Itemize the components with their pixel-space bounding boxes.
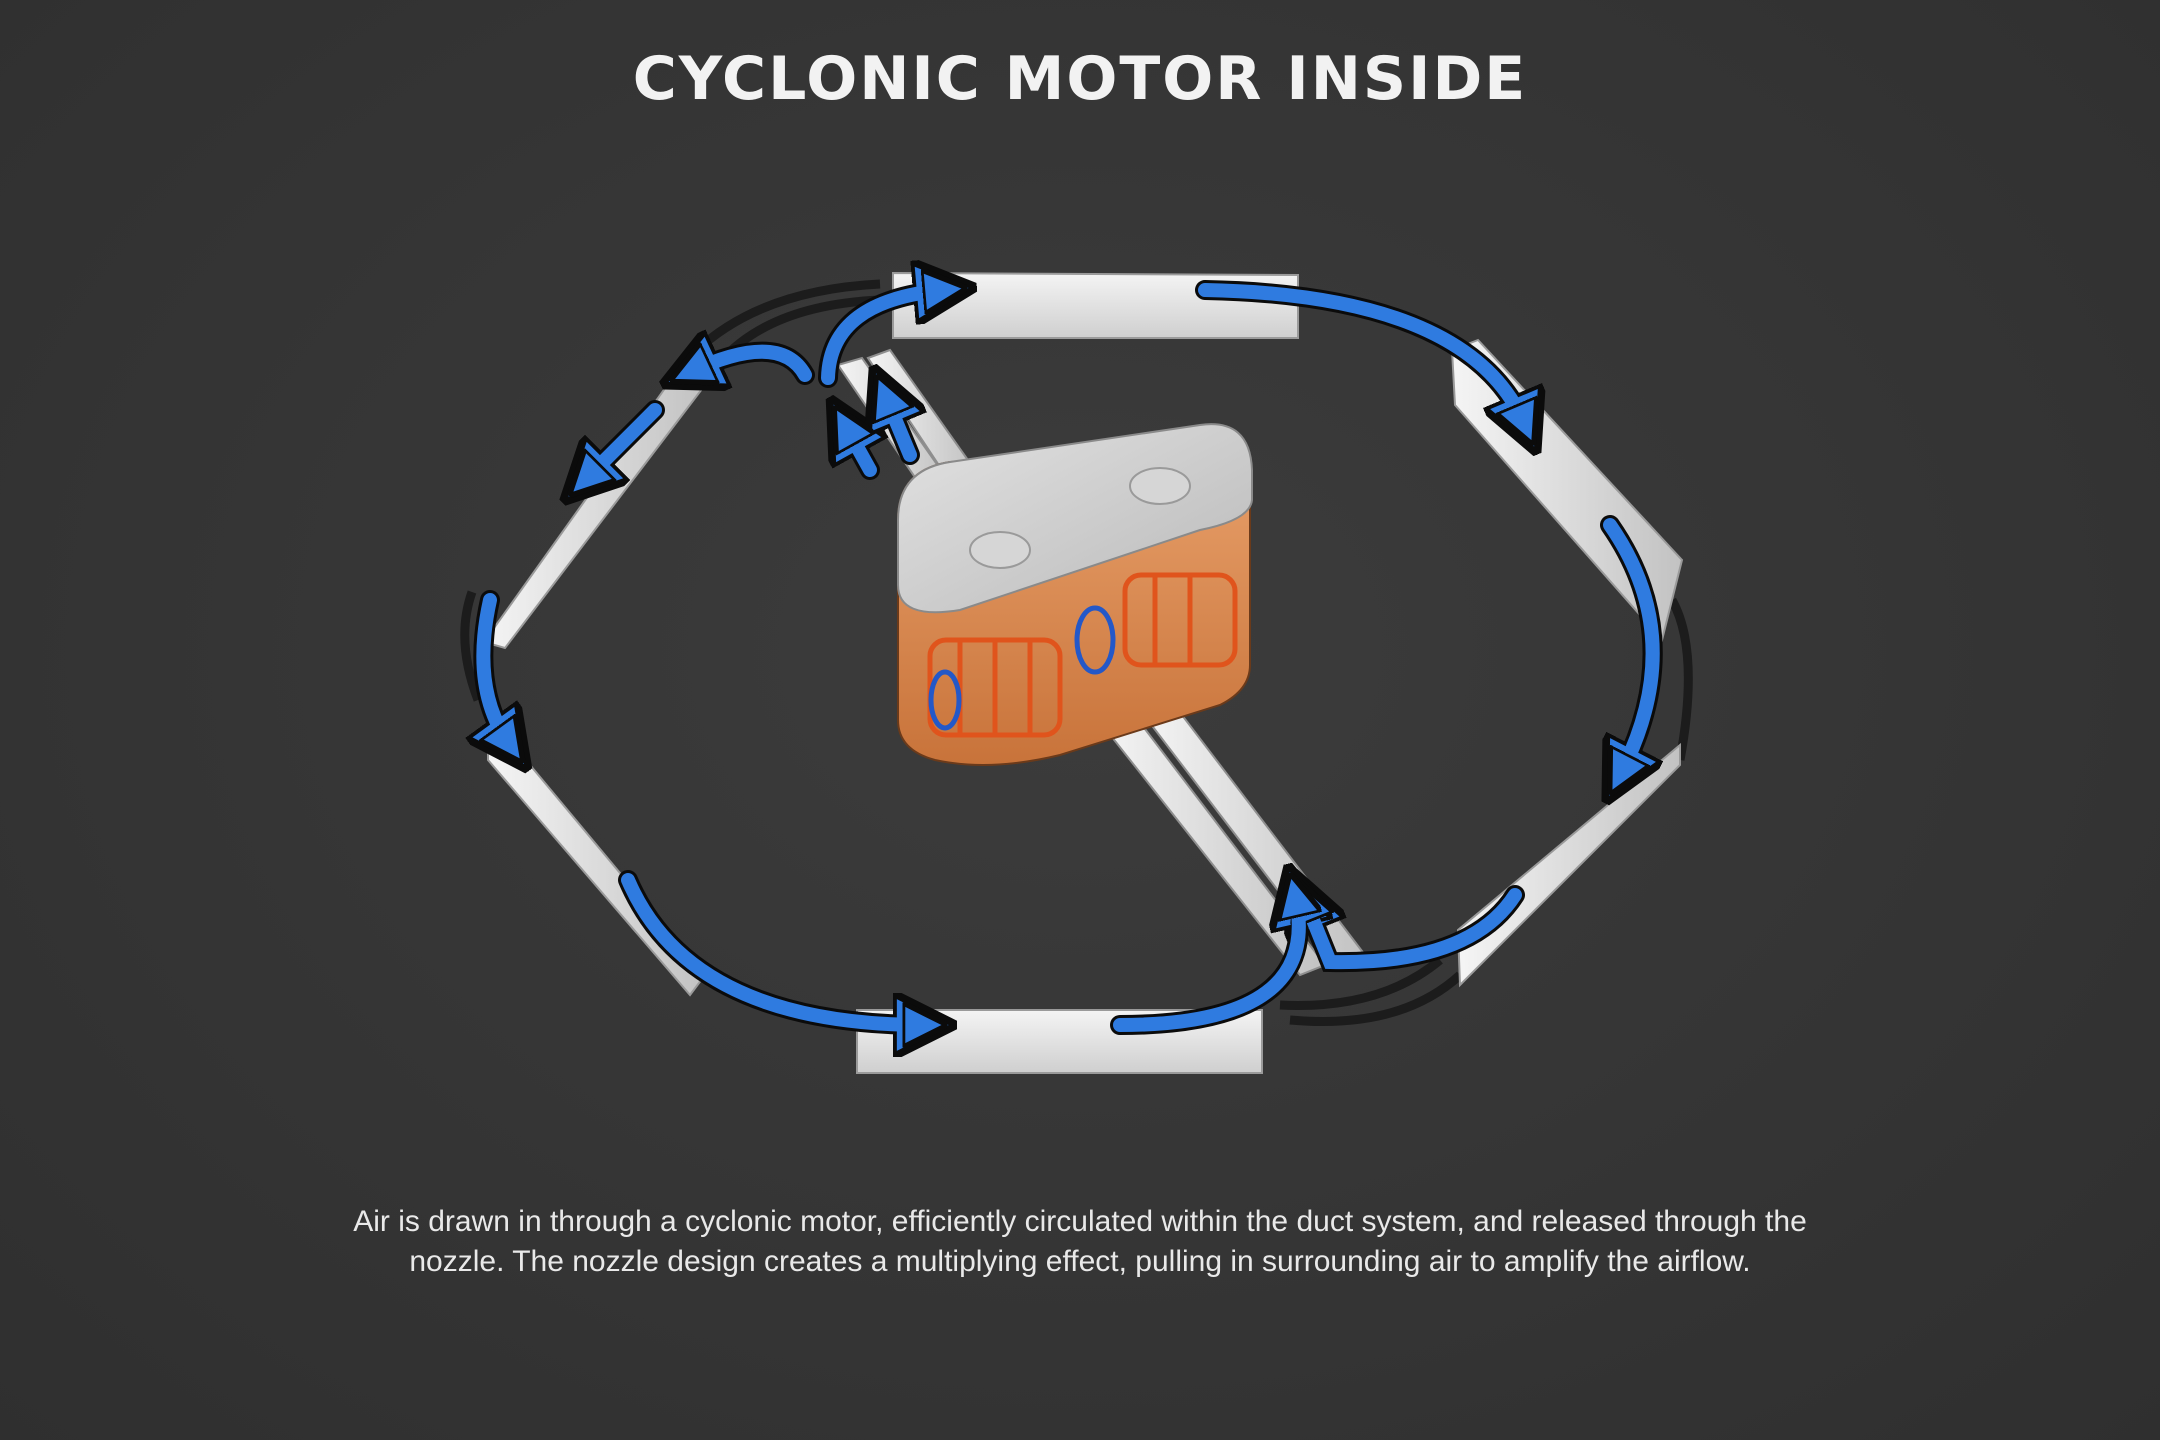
airflow-arrows — [483, 290, 1652, 1025]
arrow-feed-up-a — [845, 425, 877, 477]
arrow-top-left — [585, 403, 662, 480]
arrow-top-left-curl — [690, 352, 812, 375]
arrow-right — [1603, 518, 1660, 775]
connector-bottom-right-inner — [1279, 956, 1443, 1010]
motor-rotors — [928, 605, 1116, 731]
caption-line-2: nozzle. The nozzle design creates a mult… — [409, 1245, 1751, 1278]
lid-vent-left — [969, 531, 1031, 569]
arrow-left — [476, 593, 510, 745]
duct-top-left — [482, 354, 706, 650]
connector-bottom-right-outer — [1289, 971, 1464, 1027]
lid-vent-right — [1129, 467, 1191, 505]
page-title: CYCLONIC MOTOR INSIDE — [632, 44, 1528, 114]
coil-right — [1122, 572, 1238, 668]
feed-pipe-lower-b — [1138, 700, 1367, 967]
arrow-top-inlet — [821, 290, 945, 385]
cyclonic-motor — [897, 423, 1253, 766]
connector-right — [1668, 597, 1693, 761]
rotor-center — [1074, 605, 1116, 675]
duct-right-lower — [1456, 742, 1681, 988]
arrow-top-right — [1198, 283, 1525, 425]
arrow-bottom-right — [1305, 895, 1522, 970]
rotor-left — [928, 669, 962, 731]
caption: Air is drawn in through a cyclonic motor… — [180, 1202, 1980, 1282]
caption-line-1: Air is drawn in through a cyclonic motor… — [353, 1205, 1807, 1238]
airflow-arrow-icon — [476, 283, 1660, 1032]
connector-left — [460, 590, 483, 702]
arrow-feed-up-b — [885, 395, 917, 462]
arrow-bottom-left — [621, 873, 925, 1025]
arrow-bottom-return — [1113, 895, 1299, 1032]
